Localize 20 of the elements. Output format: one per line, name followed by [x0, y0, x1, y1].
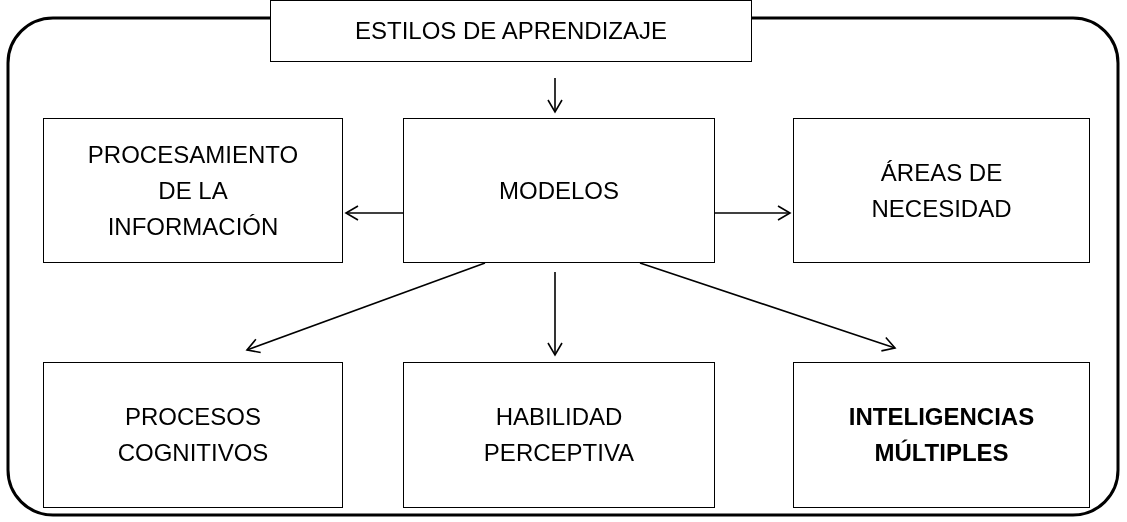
concept-box: [403, 118, 715, 263]
node-text: PROCESAMIENTO DE LA INFORMACIÓN: [86, 139, 300, 242]
concept-box: [43, 362, 343, 508]
node-text: HABILIDAD PERCEPTIVA: [482, 402, 636, 468]
arrow: [246, 262, 486, 354]
node-text: PROCESOS COGNITIVOS: [116, 402, 270, 468]
arrow: [547, 271, 563, 356]
node-text: ÁREAS DE NECESIDAD: [870, 157, 1013, 224]
title-box: [270, 0, 752, 62]
arrow: [547, 77, 563, 113]
concept-box: [793, 118, 1090, 263]
arrow: [639, 262, 896, 352]
node-text: INTELIGENCIAS MÚLTIPLES: [847, 402, 1036, 468]
arrow: [345, 205, 404, 221]
concept-box: [793, 362, 1090, 508]
node-text: MODELOS: [499, 175, 619, 206]
concept-box: [403, 362, 715, 508]
concept-box: [43, 118, 343, 263]
node-text: ESTILOS DE APRENDIZAJE: [354, 16, 668, 46]
arrow: [714, 205, 791, 221]
